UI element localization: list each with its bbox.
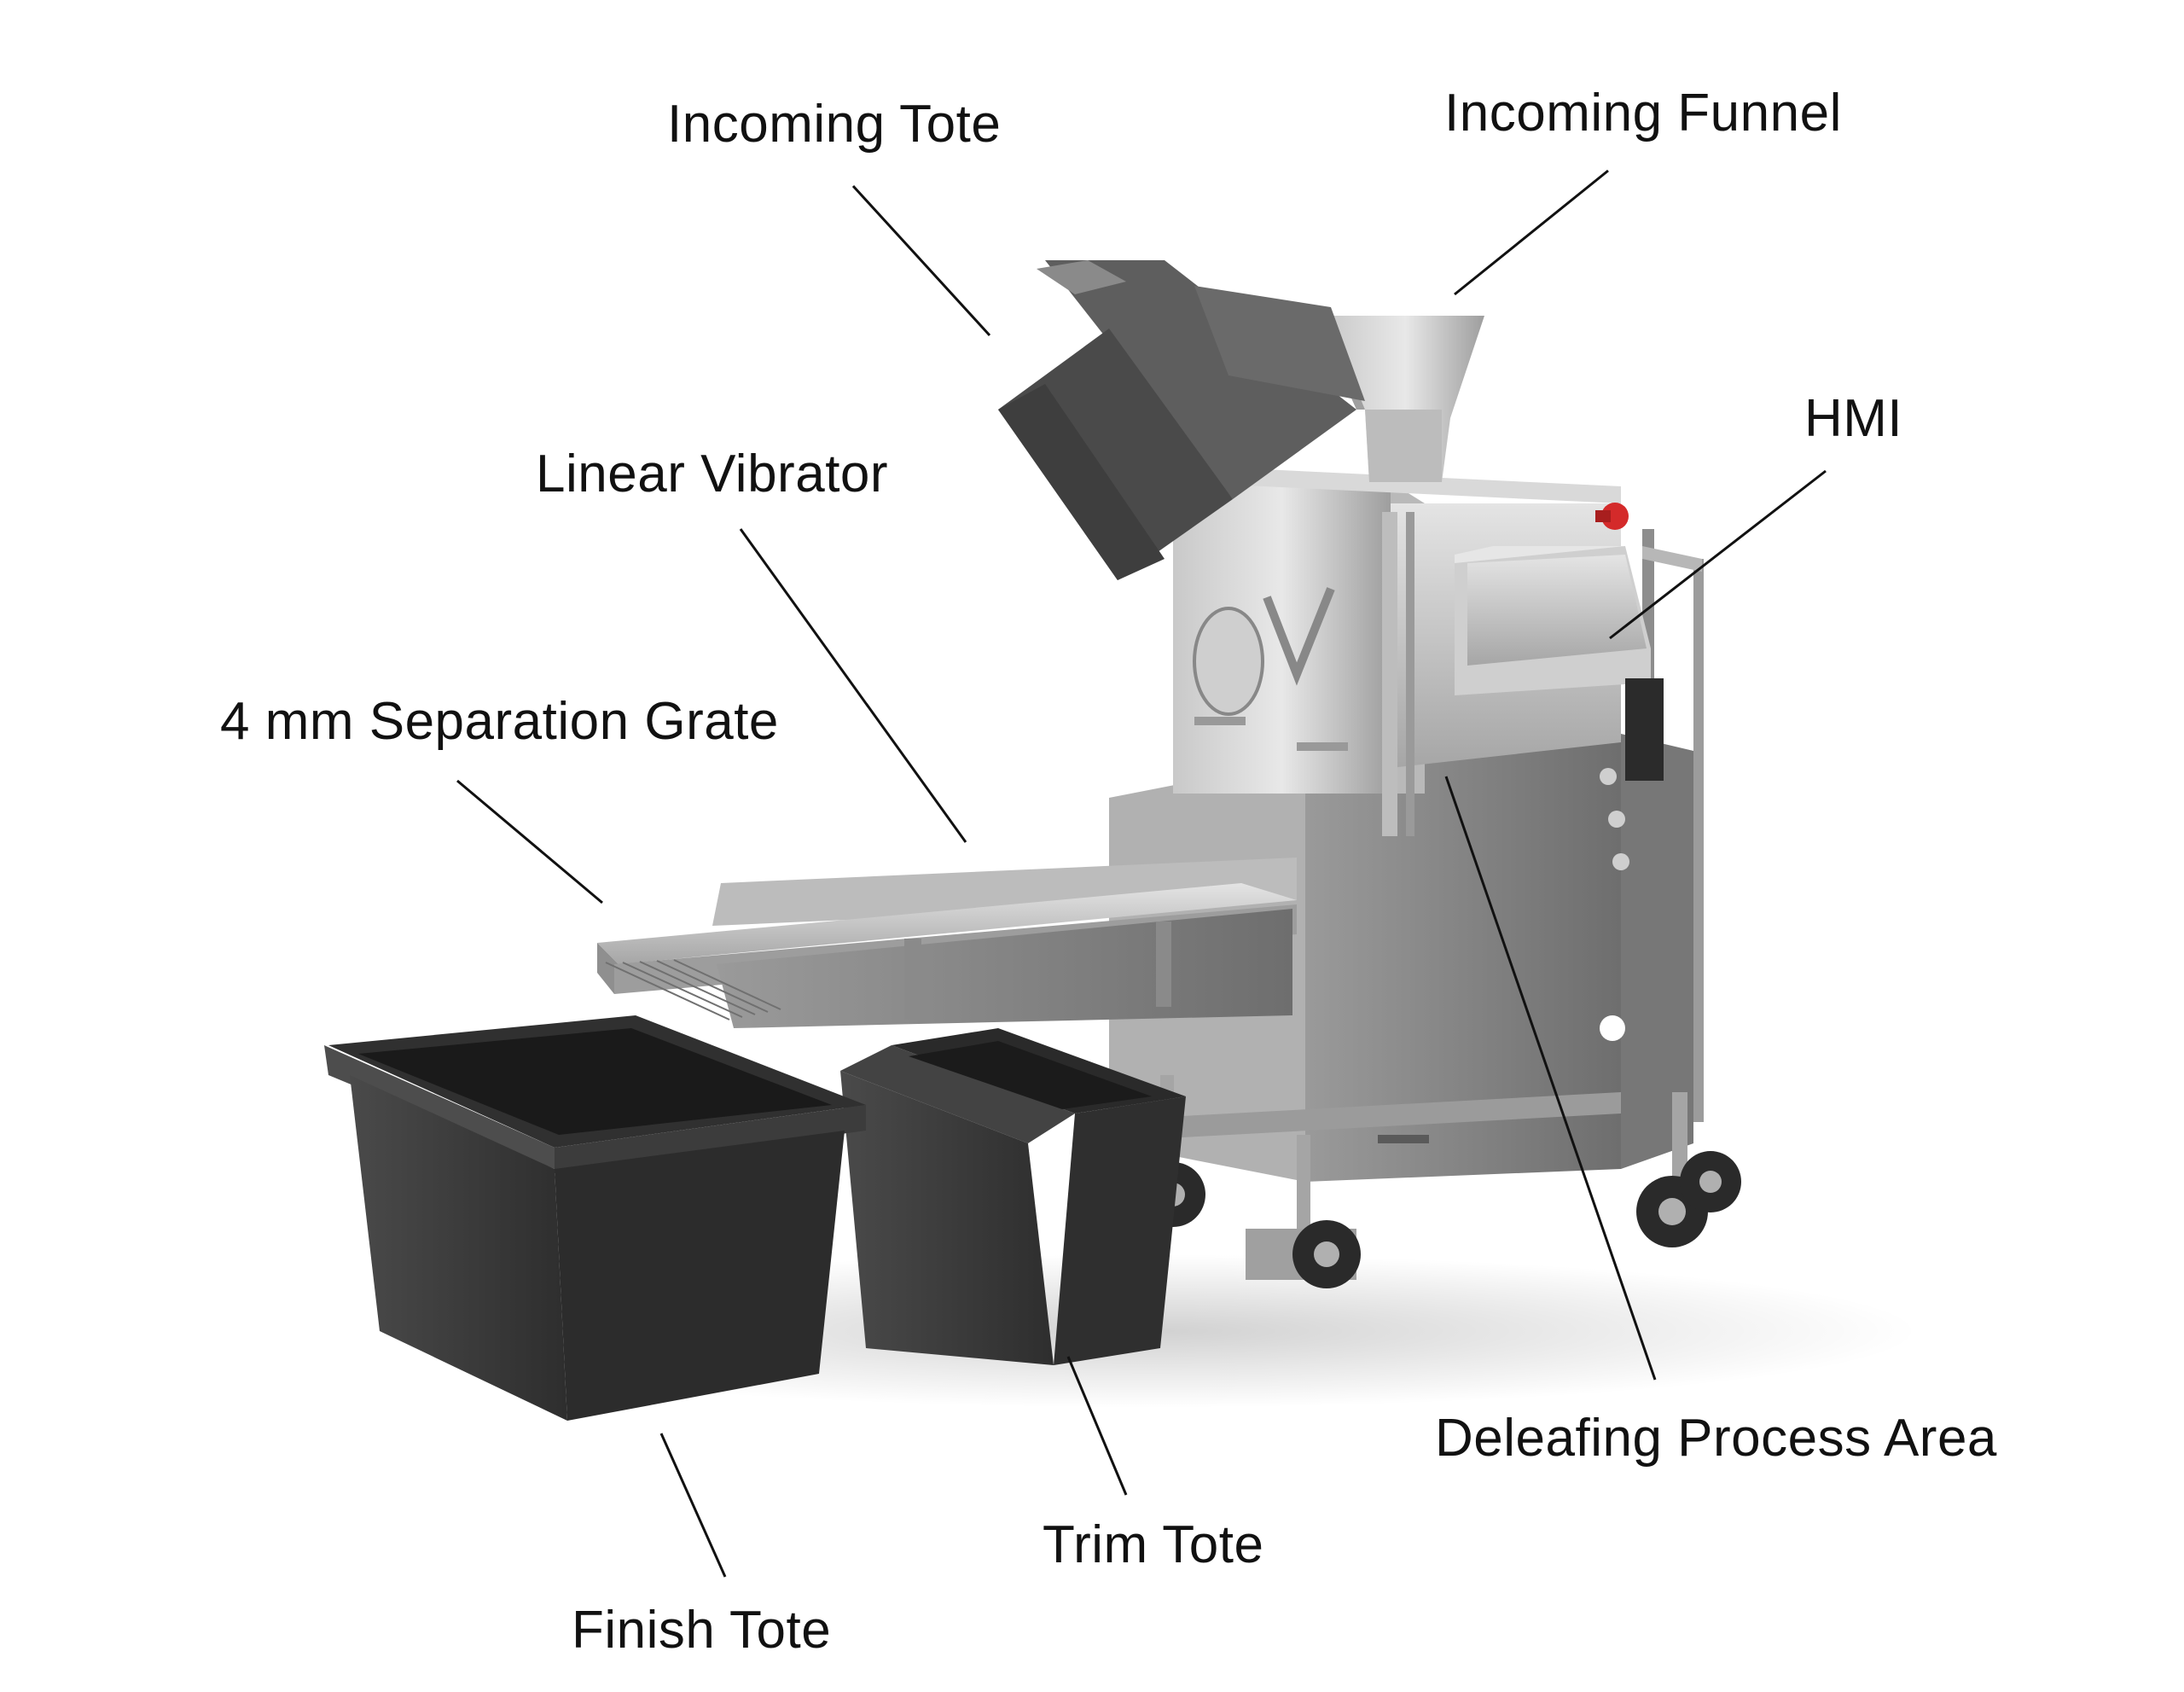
separation-grate bbox=[605, 959, 781, 1020]
leader-separation-grate bbox=[456, 779, 603, 904]
leader-finish-tote bbox=[659, 1433, 727, 1578]
incoming-tote bbox=[998, 260, 1365, 580]
label-trim-tote: Trim Tote bbox=[1043, 1515, 1264, 1574]
linear-vibrator bbox=[597, 858, 1297, 1028]
leader-linear-vibrator bbox=[739, 528, 967, 843]
label-finish-tote: Finish Tote bbox=[572, 1601, 832, 1660]
leader-deleafing-area bbox=[1444, 776, 1657, 1381]
leader-incoming-tote bbox=[851, 184, 991, 337]
label-separation-grate: 4 mm Separation Grate bbox=[220, 692, 779, 751]
label-incoming-funnel: Incoming Funnel bbox=[1444, 84, 1842, 142]
leader-trim-tote bbox=[1066, 1356, 1128, 1496]
finish-tote bbox=[324, 1015, 866, 1421]
wheel-rear-far bbox=[1680, 1151, 1741, 1212]
wheel-front-center bbox=[1246, 1220, 1361, 1288]
label-hmi: HMI bbox=[1804, 389, 1903, 448]
trim-tote bbox=[840, 1028, 1186, 1365]
label-incoming-tote: Incoming Tote bbox=[667, 95, 1002, 154]
leader-hmi bbox=[1609, 469, 1827, 640]
leader-lines bbox=[456, 169, 1827, 1578]
hmi-box bbox=[1455, 546, 1664, 781]
label-deleafing-area: Deleafing Process Area bbox=[1435, 1409, 1997, 1468]
leader-incoming-funnel bbox=[1454, 169, 1609, 296]
emergency-stop bbox=[1595, 503, 1629, 530]
label-linear-vibrator: Linear Vibrator bbox=[536, 445, 889, 503]
